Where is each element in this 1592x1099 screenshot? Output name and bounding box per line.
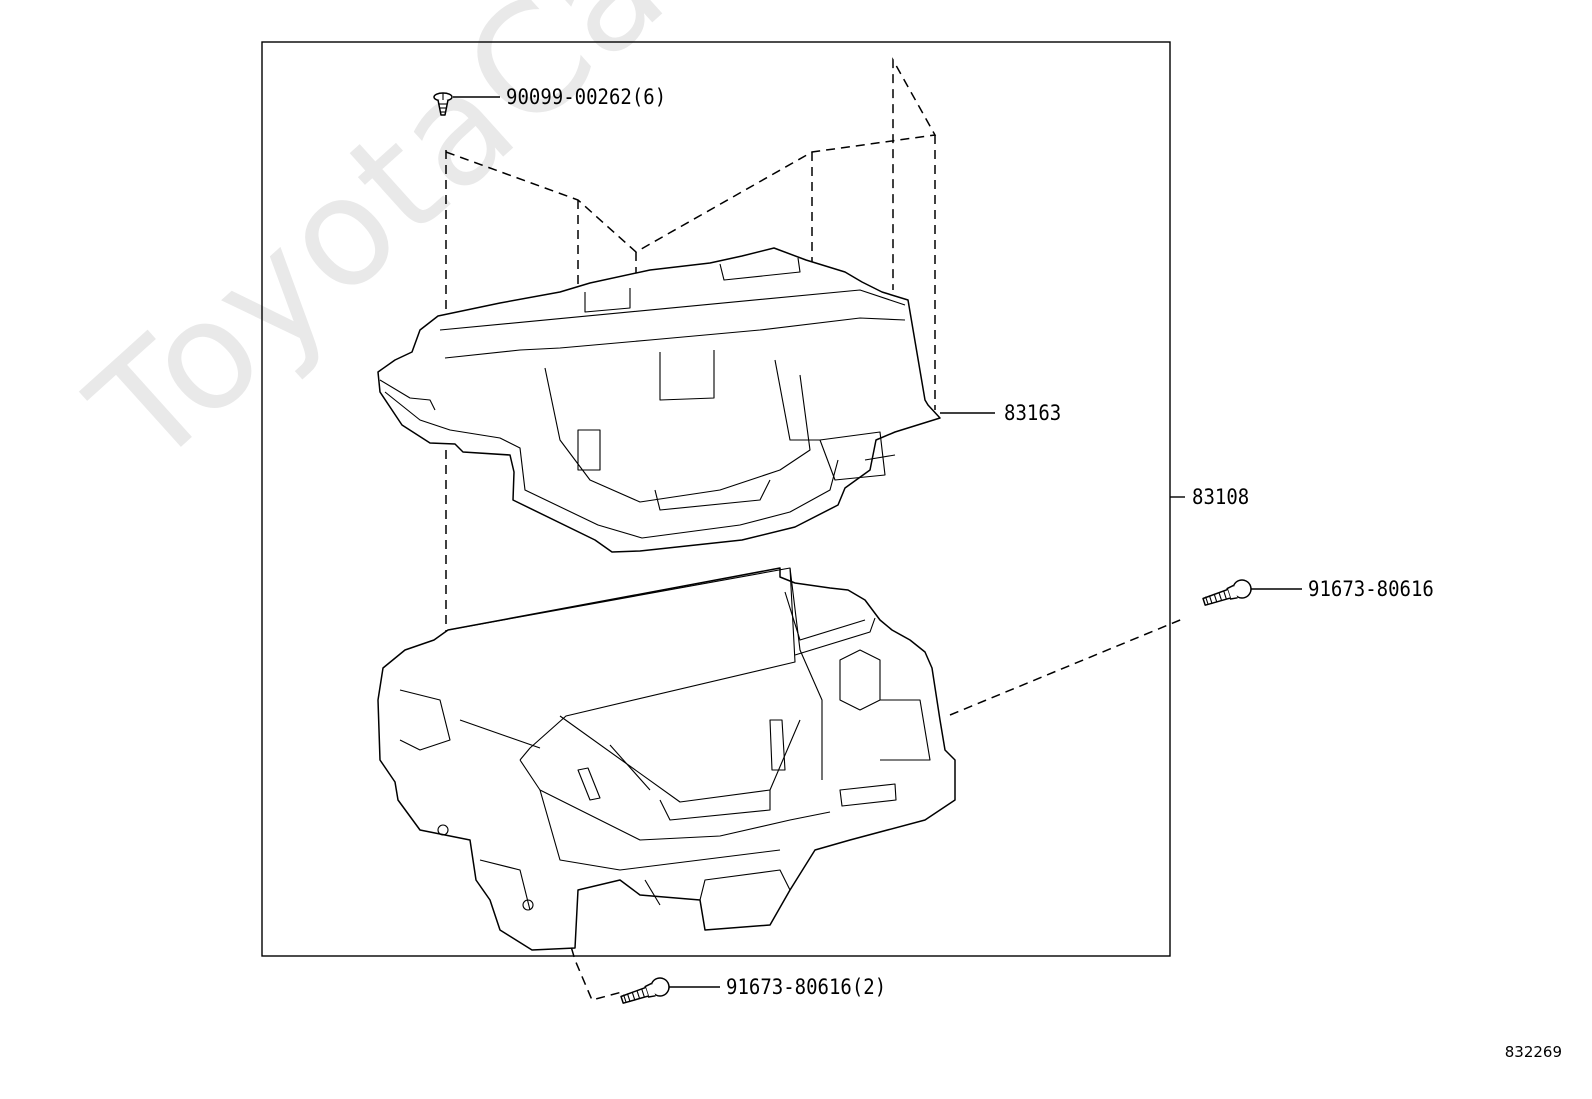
assembly-frame	[261, 41, 1171, 957]
screw-small-icon	[433, 92, 453, 116]
bolt-bottom-icon	[620, 977, 670, 1004]
label-screw-bottom: 91673-80616(2)	[726, 974, 887, 1000]
bolt-right-icon	[1202, 579, 1252, 606]
lower-housing-part	[377, 567, 956, 951]
upper-panel-part	[377, 247, 941, 553]
label-screw-top: 90099-00262(6)	[506, 84, 667, 110]
label-assembly: 83108	[1192, 484, 1250, 510]
diagram-id: 832269	[1504, 1043, 1562, 1061]
label-screw-right: 91673-80616	[1308, 576, 1434, 602]
label-upper-panel: 83163	[1004, 400, 1062, 426]
